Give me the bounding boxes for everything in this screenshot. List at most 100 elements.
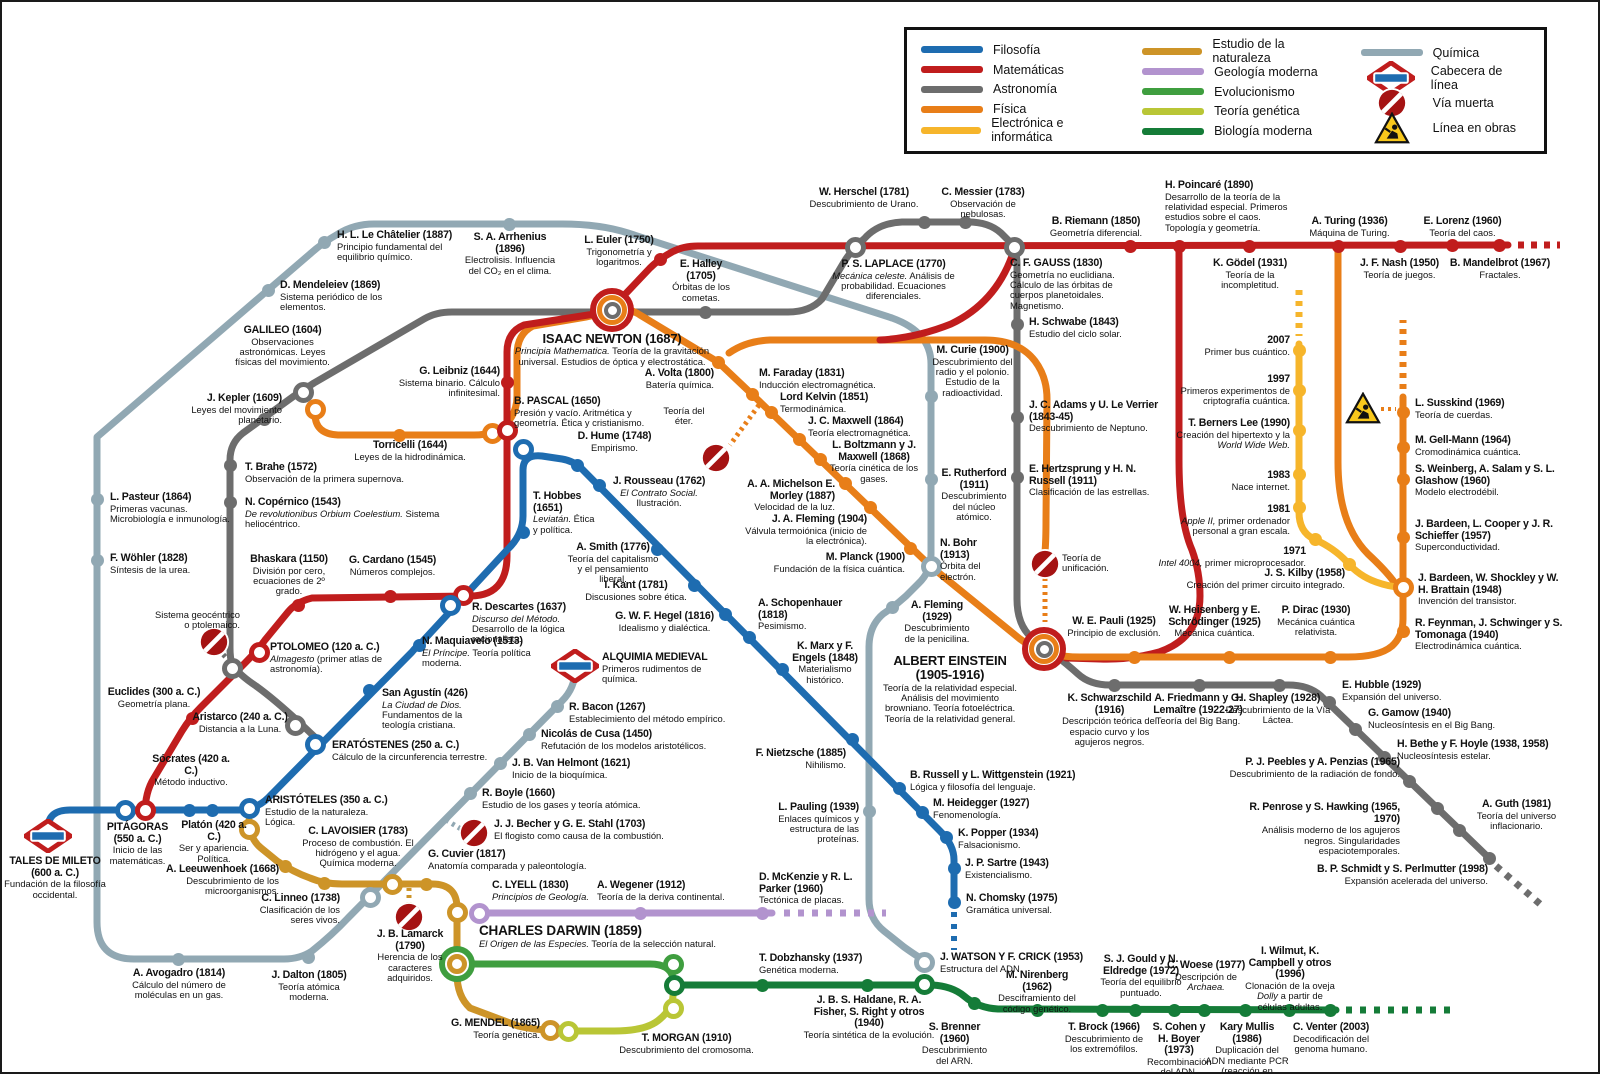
station-label: G. Cardano (1545)Números complejos.	[348, 554, 437, 577]
station-marker	[863, 500, 877, 514]
station-marker	[1396, 530, 1410, 544]
interchange-ring	[597, 295, 627, 325]
station-marker	[1445, 238, 1459, 252]
station-desc: Discurso del Método. Desarrollo de la ló…	[472, 612, 565, 645]
station-desc: Geometría diferencial.	[1049, 226, 1143, 238]
station-marker	[550, 699, 564, 713]
station-marker	[915, 805, 929, 819]
station-marker	[284, 714, 306, 736]
station-label: L. Pauling (1939)Enlaces químicos y estr…	[778, 801, 859, 845]
station-marker	[134, 799, 156, 821]
legend-label: Geología moderna	[1214, 64, 1318, 79]
station-marker	[745, 387, 759, 401]
station-desc: Leviatán. Ética y política.	[533, 513, 595, 535]
station-marker	[1010, 410, 1024, 424]
station-label: H. Bethe y F. Hoyle (1938, 1958)Nucleosí…	[1397, 738, 1549, 761]
station-marker	[755, 906, 769, 920]
station-label: Kary Mullis (1986)Duplicación del ADN me…	[1205, 1021, 1289, 1072]
station-marker	[1127, 650, 1141, 664]
station-marker	[205, 803, 219, 817]
station-marker	[1393, 239, 1407, 253]
station-desc: Teoría del caos.	[1429, 226, 1496, 238]
legend-label: Evolucionismo	[1214, 84, 1295, 99]
station-desc: Geometría no euclidiana. Cálculo de las …	[1010, 268, 1115, 311]
station-marker	[687, 578, 701, 592]
station-desc: Discusiones sobre ética.	[585, 590, 687, 602]
station-marker	[1396, 472, 1410, 486]
station-desc: Válvula termoiónica (inicio de la electr…	[745, 524, 867, 546]
station-desc: Fractales.	[1479, 268, 1521, 280]
station-desc: Batería química.	[645, 378, 714, 390]
station-desc: Apple II, primer ordenador personal a gr…	[1181, 514, 1290, 536]
station-label: R. Penrose y S. Hawking (1965, 1970)Anál…	[1249, 801, 1400, 856]
legend-label: Teoría genética	[1214, 104, 1300, 119]
dash-astronomia-end	[1493, 863, 1543, 907]
station-label: J. Rousseau (1762)El Contrato Social. Il…	[612, 475, 706, 508]
station-marker	[1123, 239, 1137, 253]
station-desc: Números complejos.	[349, 565, 436, 577]
station-marker	[1010, 470, 1024, 484]
station-marker	[1242, 239, 1256, 253]
via-muerta-icon	[700, 442, 732, 479]
station-desc: Existencialismo.	[965, 868, 1033, 880]
station-desc: Sistema periódico de los elementos.	[280, 290, 383, 312]
station-label: L. Pasteur (1864)Primeras vacunas. Micro…	[110, 491, 230, 524]
station-marker	[1292, 467, 1306, 481]
station-marker	[304, 398, 326, 420]
station-label: S. Weinberg, A. Salam y S. L. Glashow (1…	[1415, 463, 1555, 498]
station-marker	[967, 996, 981, 1010]
station-marker	[650, 542, 664, 556]
legend-line-swatch	[1142, 107, 1205, 115]
legend-label: Física	[993, 102, 1027, 117]
station-desc: Primeros experimentos de criptografía cu…	[1180, 384, 1290, 406]
station-desc: Teoría de la relatividad especial. Análi…	[883, 681, 1017, 724]
station-desc: Análisis moderno de los agujeros negros.…	[1261, 824, 1400, 856]
station-label: J. Bardeen, W. Shockley y W. H. Brattain…	[1418, 572, 1559, 607]
station-label: E. Hubble (1929)Expansión del universo.	[1342, 679, 1442, 702]
station-marker	[742, 630, 756, 644]
station-label: H. Poincaré (1890)Desarrollo de la teorí…	[1165, 179, 1288, 233]
station-desc: Trigonometría y logaritmos.	[586, 245, 652, 267]
station-marker	[392, 428, 406, 442]
station-label: Euclides (300 a. C.)Geometría plana.	[107, 686, 201, 709]
line-fisica-unificacion: M 727,351 Q 744,339 768,338 L 983,338 Q …	[725, 336, 1051, 556]
station-desc: La Ciudad de Dios. Fundamentos de la teo…	[382, 698, 463, 731]
station-desc: Método inductivo.	[154, 776, 228, 788]
legend-line-swatch	[1142, 127, 1205, 135]
station-desc: Leyes de la hidrodinámica.	[354, 450, 466, 462]
station-label: T. Hobbes (1651)Leviatán. Ética y políti…	[533, 490, 595, 535]
station-label: ARISTÓTELES (350 a. C.)Estudio de la nat…	[265, 794, 388, 827]
station-marker	[1430, 801, 1444, 815]
station-label: A. Volta (1800)Batería química.	[644, 367, 714, 390]
station-marker	[185, 711, 199, 725]
station-label: T. Brahe (1572)Observación de la primera…	[245, 461, 404, 484]
station-marker	[862, 804, 876, 818]
station-marker	[1392, 576, 1414, 598]
station-desc: Teoría de la deriva continental.	[597, 890, 725, 902]
station-label: C. Linneo (1738)Clasificación de los ser…	[259, 892, 340, 925]
station-label: E. Lorenz (1960)Teoría del caos.	[1423, 215, 1502, 238]
station-desc: El Príncipe. Teoría política moderna.	[422, 646, 531, 668]
station-label: D. McKenzie y R. L. Parker (1960)Tectóni…	[759, 871, 853, 906]
station-label: Lord Kelvin (1851)Termodinámica.	[780, 391, 869, 414]
station-marker	[1402, 774, 1416, 788]
station-desc: Nace internet.	[1231, 480, 1290, 492]
station-desc: Descubrimiento de la Vía Láctea.	[1225, 703, 1331, 725]
station-desc: Modelo electrodébil.	[1415, 486, 1499, 498]
station-marker	[698, 305, 712, 319]
station-marker	[439, 594, 461, 616]
station-label: C. LAVOISIER (1783)Proceso de combustión…	[302, 825, 414, 869]
station-desc: Leyes del movimiento planetario.	[191, 403, 282, 425]
station-desc: Desarrollo de la teoría de la relativida…	[1165, 190, 1288, 233]
station-marker	[502, 217, 516, 231]
station-marker	[1282, 1003, 1296, 1017]
station-desc: Creación del hipertexto y la World Wide …	[1176, 428, 1290, 450]
station-desc: Invención del transistor.	[1418, 595, 1517, 607]
station-desc: Ser y apariencia. Política.	[178, 842, 250, 864]
station-label: C. Messier (1783)Observación de nebulosa…	[941, 186, 1025, 219]
station-desc: Mecánica cuántica relativista.	[1277, 615, 1355, 637]
station-desc: Descubrimiento de la penicilina.	[904, 622, 970, 644]
station-marker	[775, 662, 789, 676]
